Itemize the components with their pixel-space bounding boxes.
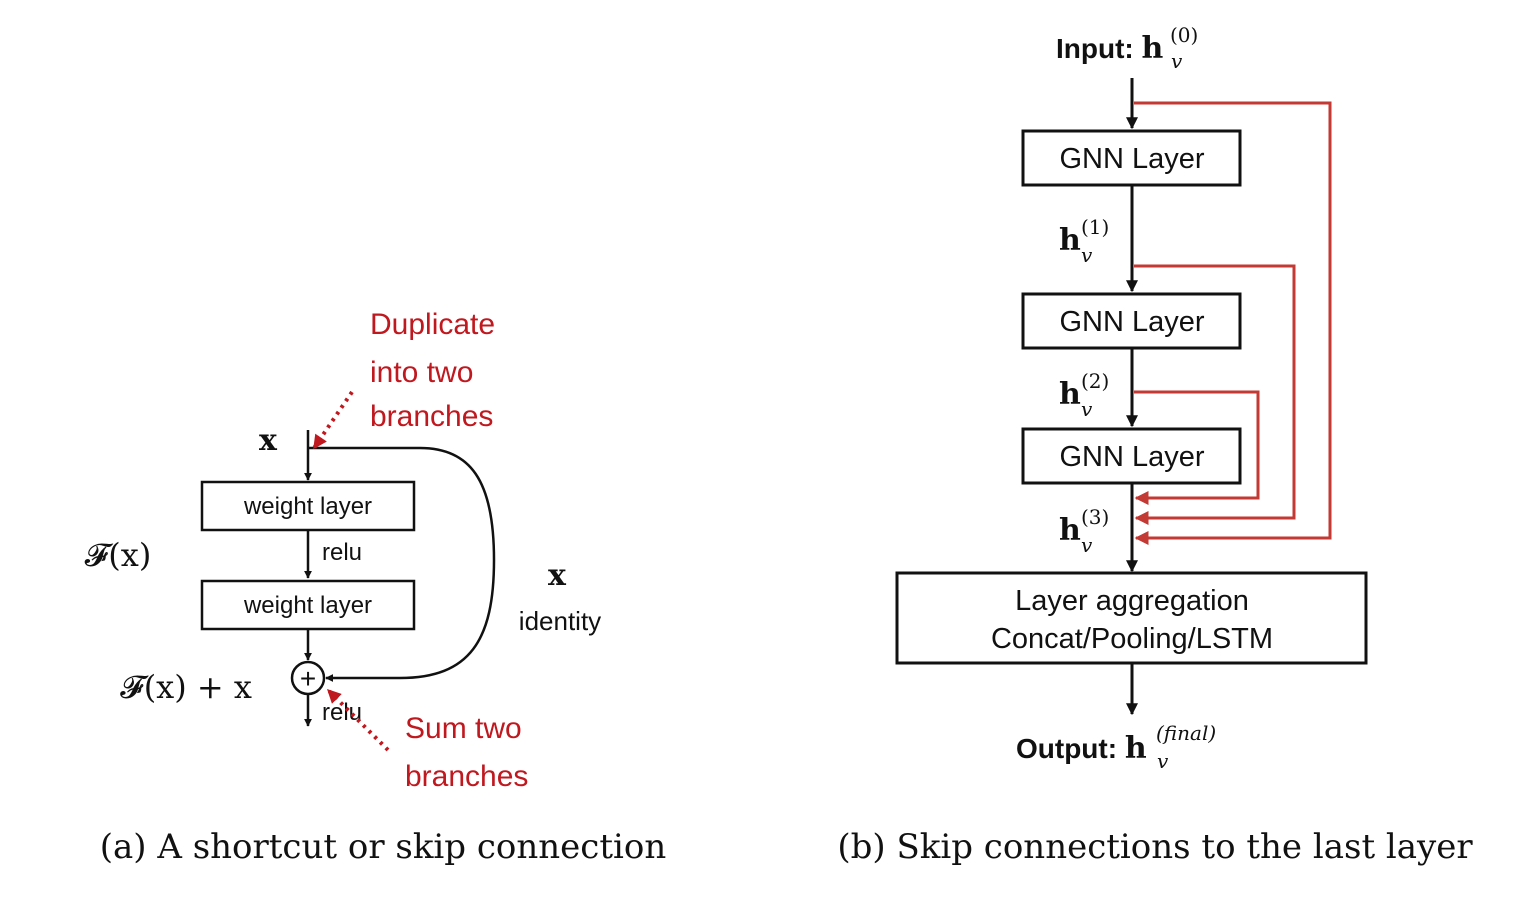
aggregation-line2: Concat/Pooling/LSTM: [991, 623, 1273, 655]
caption-a: (a) A shortcut or skip connection: [100, 827, 667, 867]
h2-h: h: [1059, 377, 1081, 412]
output-label: Output: h: [1016, 731, 1147, 766]
annotation-sum-pointer: [326, 688, 390, 752]
identity-label: identity: [519, 606, 601, 636]
input-h: h: [1142, 31, 1164, 66]
annotation-sum-line1: Sum two: [405, 712, 522, 745]
skip-input-to-h3: [1134, 101, 1332, 545]
fx-plus-x-label: 𝓕(x) + x: [120, 668, 252, 706]
gnn-layer-3-label: GNN Layer: [1059, 441, 1204, 473]
h2-sub: v: [1081, 397, 1093, 421]
h1-sup: (1): [1081, 215, 1109, 239]
sum-symbol: +: [300, 663, 316, 694]
relu-mid-label: relu: [322, 539, 362, 566]
h3-sup: (3): [1081, 505, 1109, 529]
identity-shortcut-curve: [308, 446, 496, 682]
gnn-layer-2-label: GNN Layer: [1059, 306, 1204, 338]
annotation-duplicate-line2: into two: [370, 356, 473, 389]
h1-sub: v: [1081, 243, 1093, 267]
output-sub: v: [1157, 749, 1169, 773]
skip-h2-to-h3: [1134, 390, 1260, 505]
skip-h1-to-h3: [1134, 264, 1296, 525]
output-sup: (final): [1156, 721, 1216, 745]
annotation-duplicate-pointer: [312, 390, 354, 450]
h1-h: h: [1059, 223, 1081, 258]
h3-h: h: [1059, 513, 1081, 548]
input-sup: (0): [1170, 23, 1198, 47]
h3-sub: v: [1081, 533, 1093, 557]
h2-sup: (2): [1081, 369, 1109, 393]
input-x-label: x: [259, 423, 278, 458]
input-label: Input: h: [1056, 31, 1164, 66]
annotation-duplicate-line3: branches: [370, 400, 493, 433]
caption-b: (b) Skip connections to the last layer: [837, 827, 1473, 867]
output-h: h: [1125, 731, 1147, 766]
identity-x-label: x: [548, 558, 567, 593]
weight-layer-2-label: weight layer: [243, 592, 372, 619]
gnn-layer-3-box: [1021, 427, 1242, 485]
panel-b: Input: h (0) v GNN Layer h (1) v GNN Lay…: [837, 23, 1473, 867]
aggregation-line1: Layer aggregation: [1015, 585, 1249, 617]
weight-layer-2-box: [200, 579, 416, 631]
weight-layer-1-label: weight layer: [243, 493, 372, 520]
input-prefix: Input:: [1056, 33, 1142, 64]
annotation-duplicate-line1: Duplicate: [370, 308, 495, 341]
input-sub: v: [1171, 49, 1183, 73]
gnn-layer-1-box: [1021, 129, 1242, 187]
panel-a: x weight layer relu 𝓕(x) weight layer + …: [85, 308, 667, 867]
fx-label: 𝓕(x): [85, 536, 152, 574]
gnn-layer-1-label: GNN Layer: [1059, 143, 1204, 175]
aggregation-box: [895, 571, 1368, 665]
annotation-sum-line2: branches: [405, 760, 528, 793]
output-prefix: Output:: [1016, 733, 1125, 764]
